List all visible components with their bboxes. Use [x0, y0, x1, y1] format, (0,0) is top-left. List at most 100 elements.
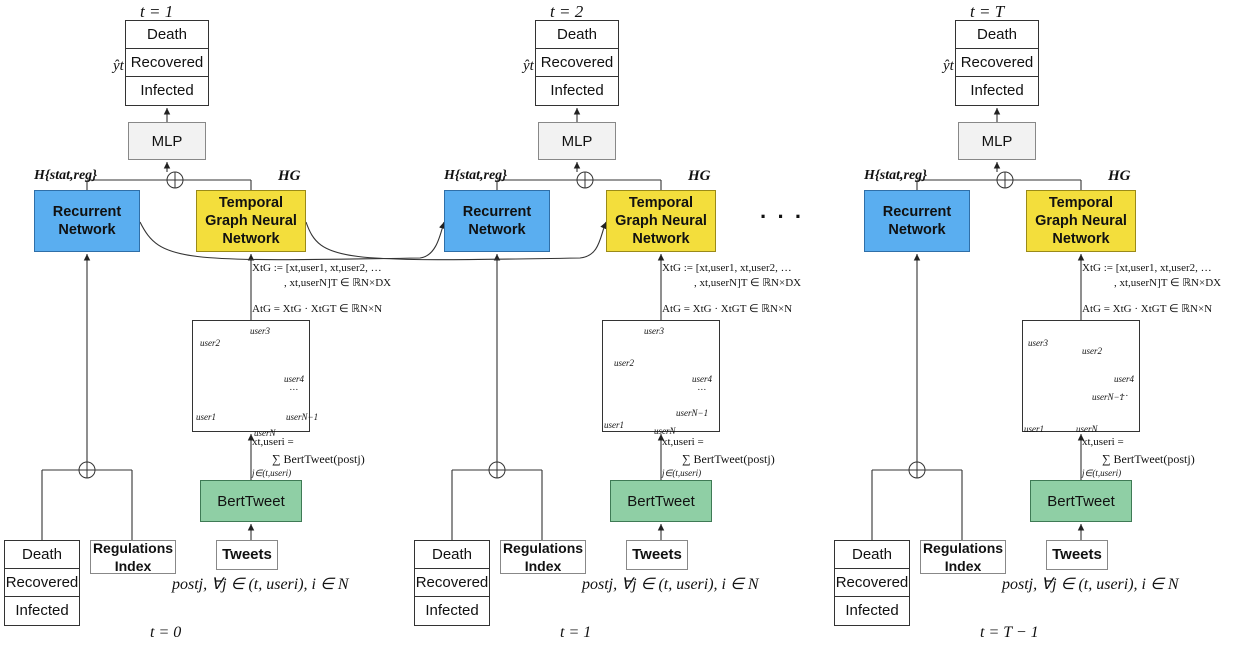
- output-time-label: t = T: [970, 2, 1005, 21]
- a-formula: AtG = XtG · XtGT ∈ ℝN×N: [1082, 303, 1213, 315]
- output-time-label: t = 1: [140, 2, 174, 21]
- sum-formula-line2: ∑ BertTweet(postj): [1102, 452, 1195, 466]
- user-label: user3: [250, 326, 270, 336]
- sum-formula-line2: ∑ BertTweet(postj): [682, 452, 775, 466]
- a-formula: AtG = XtG · XtGT ∈ ℝN×N: [252, 303, 383, 315]
- yhat-label: ŷt: [113, 58, 124, 74]
- user-graph: [1022, 320, 1140, 432]
- input-infected: Infected: [845, 602, 899, 619]
- output-recovered: Recovered: [536, 49, 618, 77]
- input-recovered: Recovered: [835, 569, 909, 597]
- user-label: …: [290, 382, 299, 392]
- input-time-label: t = 1: [560, 624, 592, 641]
- post-formula: postj, ∀j ∈ (t, useri), i ∈ N: [172, 576, 349, 593]
- mlp-block[interactable]: MLP: [538, 122, 616, 160]
- sum-formula-line1: xt,useri =: [252, 436, 294, 448]
- mlp-block[interactable]: MLP: [128, 122, 206, 160]
- input-time-label: t = 0: [150, 624, 182, 641]
- berttweet-block[interactable]: BertTweet: [200, 480, 302, 522]
- user-label: user3: [644, 326, 664, 336]
- tweets-input[interactable]: Tweets: [1046, 540, 1108, 570]
- h-graph-label: HG: [688, 168, 711, 184]
- user-label: user1: [604, 420, 624, 430]
- sum-formula-line3: j∈(t,useri): [662, 468, 702, 478]
- user-label: user2: [200, 338, 220, 348]
- input-recovered: Recovered: [5, 569, 79, 597]
- mlp-block[interactable]: MLP: [958, 122, 1036, 160]
- h-graph-label: HG: [1108, 168, 1131, 184]
- input-infected: Infected: [425, 602, 479, 619]
- post-formula: postj, ∀j ∈ (t, useri), i ∈ N: [582, 576, 759, 593]
- sum-formula-line3: j∈(t,useri): [252, 468, 292, 478]
- user-label: user3: [1028, 338, 1048, 348]
- sum-formula-line2: ∑ BertTweet(postj): [272, 452, 365, 466]
- berttweet-block[interactable]: BertTweet: [1030, 480, 1132, 522]
- x-formula-line1: XtG := [xt,user1, xt,user2, …: [252, 262, 382, 274]
- temporal-gnn-block[interactable]: Temporal Graph Neural Network: [196, 190, 306, 252]
- h-stat-label: H{stat,reg}: [444, 168, 508, 183]
- temporal-gnn-block[interactable]: Temporal Graph Neural Network: [1026, 190, 1136, 252]
- tgnn-recurrence-1-2: [305, 221, 607, 261]
- user-label: …: [1120, 388, 1129, 398]
- user-label: userN: [1076, 424, 1098, 434]
- x-formula-line1: XtG := [xt,user1, xt,user2, …: [1082, 262, 1212, 274]
- user-label: …: [698, 382, 707, 392]
- recurrent-network-block[interactable]: Recurrent Network: [444, 190, 550, 252]
- output-time-label: t = 2: [550, 2, 584, 21]
- yhat-label: ŷt: [943, 58, 954, 74]
- recurrent-network-block[interactable]: Recurrent Network: [864, 190, 970, 252]
- concat-operator-top: [576, 171, 594, 189]
- concat-operator-top: [166, 171, 184, 189]
- input-death: Death: [835, 541, 909, 569]
- rnn-recurrence-1-2: [139, 221, 446, 261]
- regulations-index-input[interactable]: Regulations Index: [90, 540, 176, 574]
- concat-operator-bottom: [908, 461, 926, 479]
- user-label: user2: [614, 358, 634, 368]
- x-formula-line2: , xt,userN]T ∈ ℝN×DX: [1114, 277, 1222, 289]
- h-graph-label: HG: [278, 168, 301, 184]
- temporal-gnn-block[interactable]: Temporal Graph Neural Network: [606, 190, 716, 252]
- concat-operator-bottom: [78, 461, 96, 479]
- user-label: userN: [254, 428, 276, 438]
- regulations-index-input[interactable]: Regulations Index: [500, 540, 586, 574]
- x-formula-line1: XtG := [xt,user1, xt,user2, …: [662, 262, 792, 274]
- user-label: userN−1: [286, 412, 319, 422]
- user-label: user4: [692, 374, 712, 384]
- output-recovered: Recovered: [126, 49, 208, 77]
- output-recovered: Recovered: [956, 49, 1038, 77]
- regulations-index-input[interactable]: Regulations Index: [920, 540, 1006, 574]
- concat-operator-top: [996, 171, 1014, 189]
- user-label: userN−1: [1092, 392, 1125, 402]
- output-infected: Infected: [140, 82, 194, 99]
- concat-operator-bottom: [488, 461, 506, 479]
- x-formula-line2: , xt,userN]T ∈ ℝN×DX: [694, 277, 802, 289]
- output-infected: Infected: [550, 82, 604, 99]
- user-label: user1: [1024, 424, 1044, 434]
- input-infected: Infected: [15, 602, 69, 619]
- user-label: user4: [1114, 374, 1134, 384]
- recurrent-network-block[interactable]: Recurrent Network: [34, 190, 140, 252]
- sum-formula-line1: xt,useri =: [1082, 436, 1124, 448]
- output-death: Death: [956, 21, 1038, 49]
- h-stat-label: H{stat,reg}: [34, 168, 98, 183]
- x-formula-line2: , xt,userN]T ∈ ℝN×DX: [284, 277, 392, 289]
- berttweet-block[interactable]: BertTweet: [610, 480, 712, 522]
- yhat-label: ŷt: [523, 58, 534, 74]
- user-graph: [192, 320, 310, 432]
- output-infected: Infected: [970, 82, 1024, 99]
- tweets-input[interactable]: Tweets: [626, 540, 688, 570]
- sum-formula-line3: j∈(t,useri): [1082, 468, 1122, 478]
- input-time-label: t = T − 1: [980, 624, 1039, 641]
- h-stat-label: H{stat,reg}: [864, 168, 928, 183]
- output-death: Death: [536, 21, 618, 49]
- user-label: user2: [1082, 346, 1102, 356]
- tweets-input[interactable]: Tweets: [216, 540, 278, 570]
- input-recovered: Recovered: [415, 569, 489, 597]
- user-label: user1: [196, 412, 216, 422]
